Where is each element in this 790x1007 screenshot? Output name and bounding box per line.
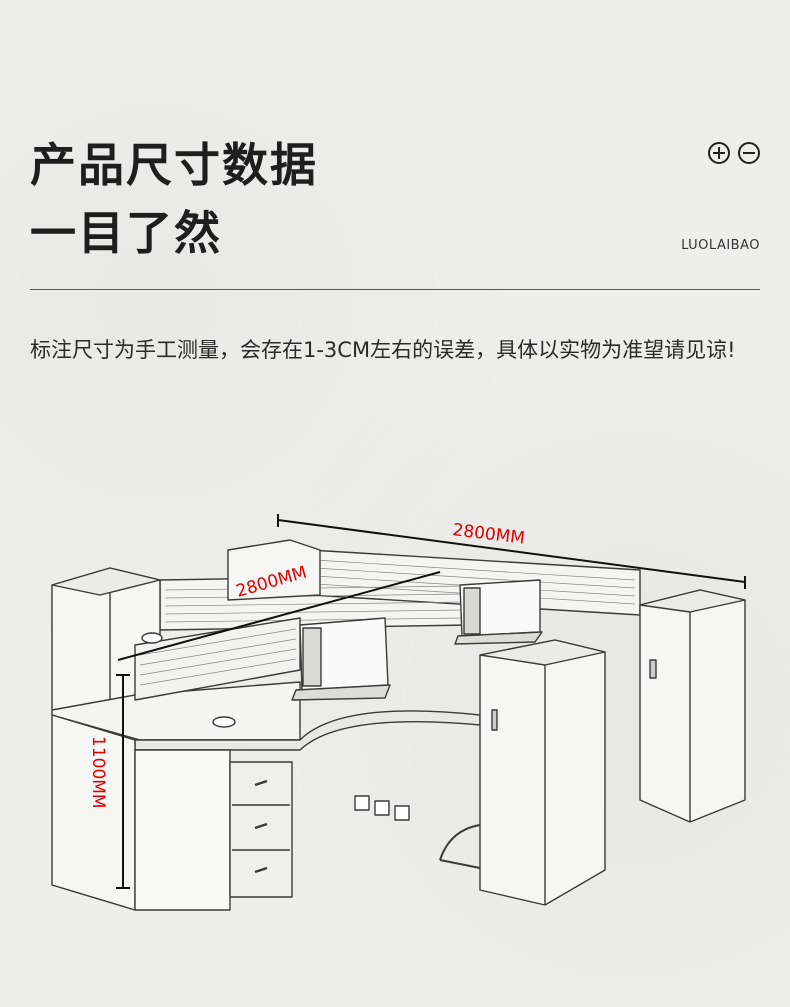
minus-circle-icon[interactable]	[738, 142, 760, 164]
workstation-drawing: 2800MM 2800MM 1100MM	[51, 514, 746, 911]
front-desk	[51, 681, 481, 911]
front-partition	[134, 617, 301, 701]
measurement-note: 标注尺寸为手工测量，会存在1-3CM左右的误差，具体以实物为准望请见谅!	[30, 338, 736, 362]
right-tall-cabinet	[639, 589, 746, 823]
width-dimension-line	[277, 519, 746, 583]
plus-circle-icon[interactable]	[708, 142, 730, 164]
back-cabinet	[227, 539, 321, 601]
laptop-back	[454, 579, 543, 645]
page-title-line2: 一目了然	[30, 206, 222, 260]
zoom-controls	[708, 142, 760, 164]
laptop-front	[291, 617, 391, 701]
divider	[30, 289, 760, 290]
page-title-line1: 产品尺寸数据	[30, 138, 318, 192]
right-side-cabinet	[439, 639, 606, 906]
depth-dimension-line	[117, 571, 441, 661]
brand-label: LUOLAIBAO	[681, 238, 760, 253]
dimension-lines	[116, 514, 746, 889]
left-tall-cabinet	[51, 567, 161, 711]
height-dimension-label: 1100MM	[88, 736, 108, 809]
